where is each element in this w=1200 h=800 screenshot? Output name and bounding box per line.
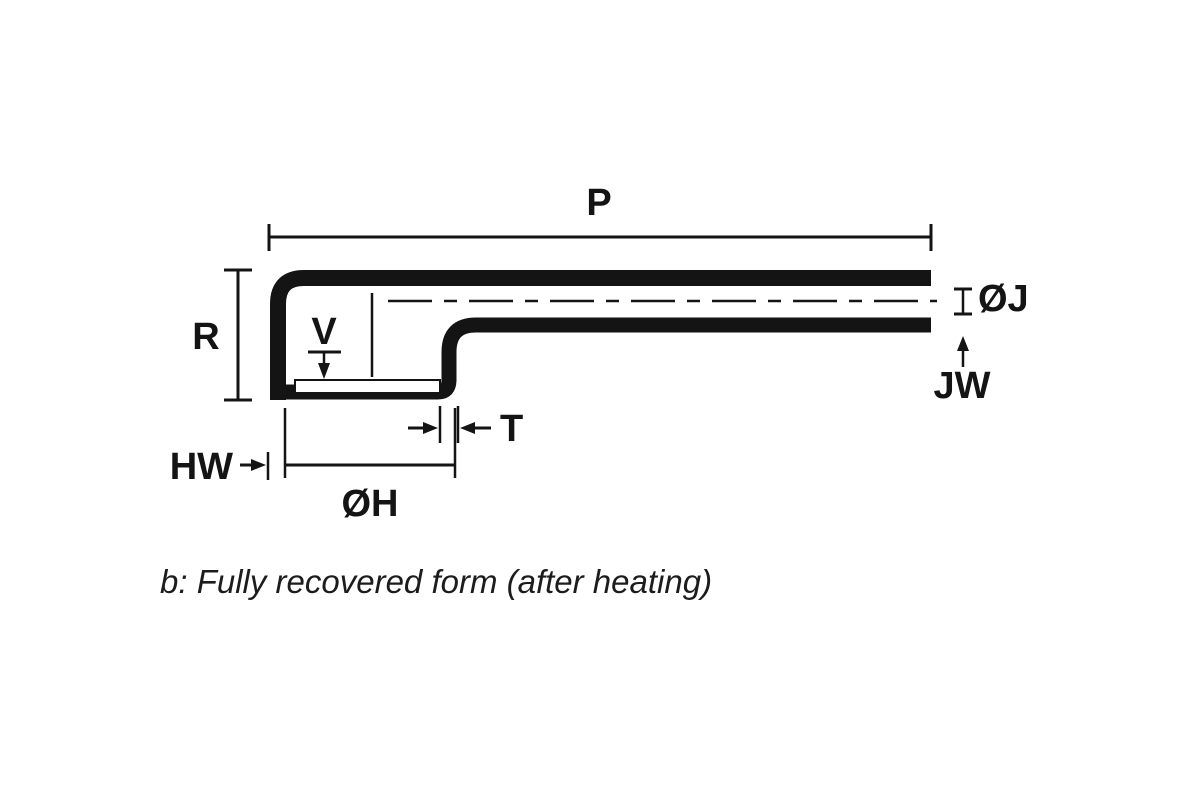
label-t: T — [500, 408, 523, 450]
label-oh: ØH — [342, 483, 399, 525]
boot-profile — [270, 270, 931, 400]
dim-hw-arrowhead-right — [251, 459, 266, 471]
dim-t-arrowhead-right — [423, 422, 438, 434]
lip-step-tube-outline — [270, 317, 931, 400]
label-hw: HW — [170, 446, 233, 488]
label-p: P — [586, 182, 611, 224]
dim-p — [267, 224, 933, 251]
label-r: R — [192, 316, 219, 358]
dim-jw-arrowhead-up — [957, 336, 969, 351]
dim-t-arrowhead-left — [460, 422, 475, 434]
label-oj: ØJ — [978, 278, 1029, 320]
dim-oj — [954, 287, 972, 316]
dim-t — [408, 406, 491, 443]
dim-oh — [283, 408, 457, 478]
caption: b: Fully recovered form (after heating) — [160, 563, 712, 600]
dim-hw — [240, 452, 270, 480]
label-v: V — [311, 311, 337, 353]
hood-top-outline — [270, 270, 931, 400]
sealant-strip — [294, 379, 441, 394]
dim-v-arrowhead-down — [318, 363, 330, 379]
label-jw: JW — [934, 365, 991, 407]
dim-r — [224, 268, 252, 402]
